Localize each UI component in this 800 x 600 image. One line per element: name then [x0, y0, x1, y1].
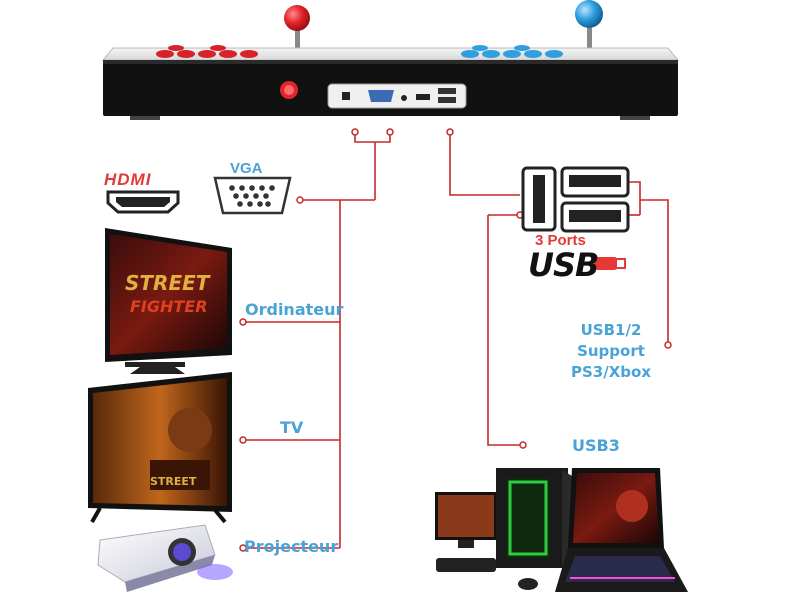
usb-logo-text: USB: [528, 246, 599, 284]
connection-dots: [239, 128, 672, 552]
arcade-console-icon: [101, 0, 680, 120]
vga-port-icon: [368, 90, 394, 102]
tv-label: TV: [280, 418, 304, 437]
usb-ports-icon: [438, 88, 456, 103]
power-switch-icon: [280, 81, 298, 99]
usb12-line-3: PS3/Xbox: [571, 363, 651, 381]
tv-icon: STREET: [88, 372, 232, 524]
usb3-label: USB3: [572, 436, 620, 455]
ordinateur-label: Ordinateur: [245, 300, 344, 319]
hdmi-port-icon: [106, 190, 180, 214]
vga-port-icon: [213, 176, 292, 215]
usb12-line-1: USB1/2: [580, 321, 642, 339]
blue-buttons: [461, 45, 563, 58]
hdmi-label: HDMI: [104, 170, 152, 189]
usb-drive-icon: [594, 257, 626, 270]
connection-lines: [243, 132, 669, 549]
ports-count-label: 3 Ports: [535, 232, 586, 249]
projector-icon: [97, 524, 233, 592]
desktop-pc-icon: [435, 468, 572, 590]
vga-label: VGA: [230, 160, 263, 177]
monitor-icon: STREET FIGHTER: [105, 228, 232, 374]
svg-text:FIGHTER: FIGHTER: [130, 297, 208, 316]
svg-text:STREET: STREET: [125, 271, 211, 295]
projecteur-label: Projecteur: [244, 537, 339, 556]
laptop-icon: [555, 468, 688, 592]
red-buttons: [156, 45, 258, 58]
usb12-line-2: Support: [577, 342, 645, 360]
usb12-support-label: USB1/2 Support PS3/Xbox: [556, 320, 666, 383]
svg-text:STREET: STREET: [150, 475, 197, 488]
usb-ports-icon: [521, 166, 630, 233]
